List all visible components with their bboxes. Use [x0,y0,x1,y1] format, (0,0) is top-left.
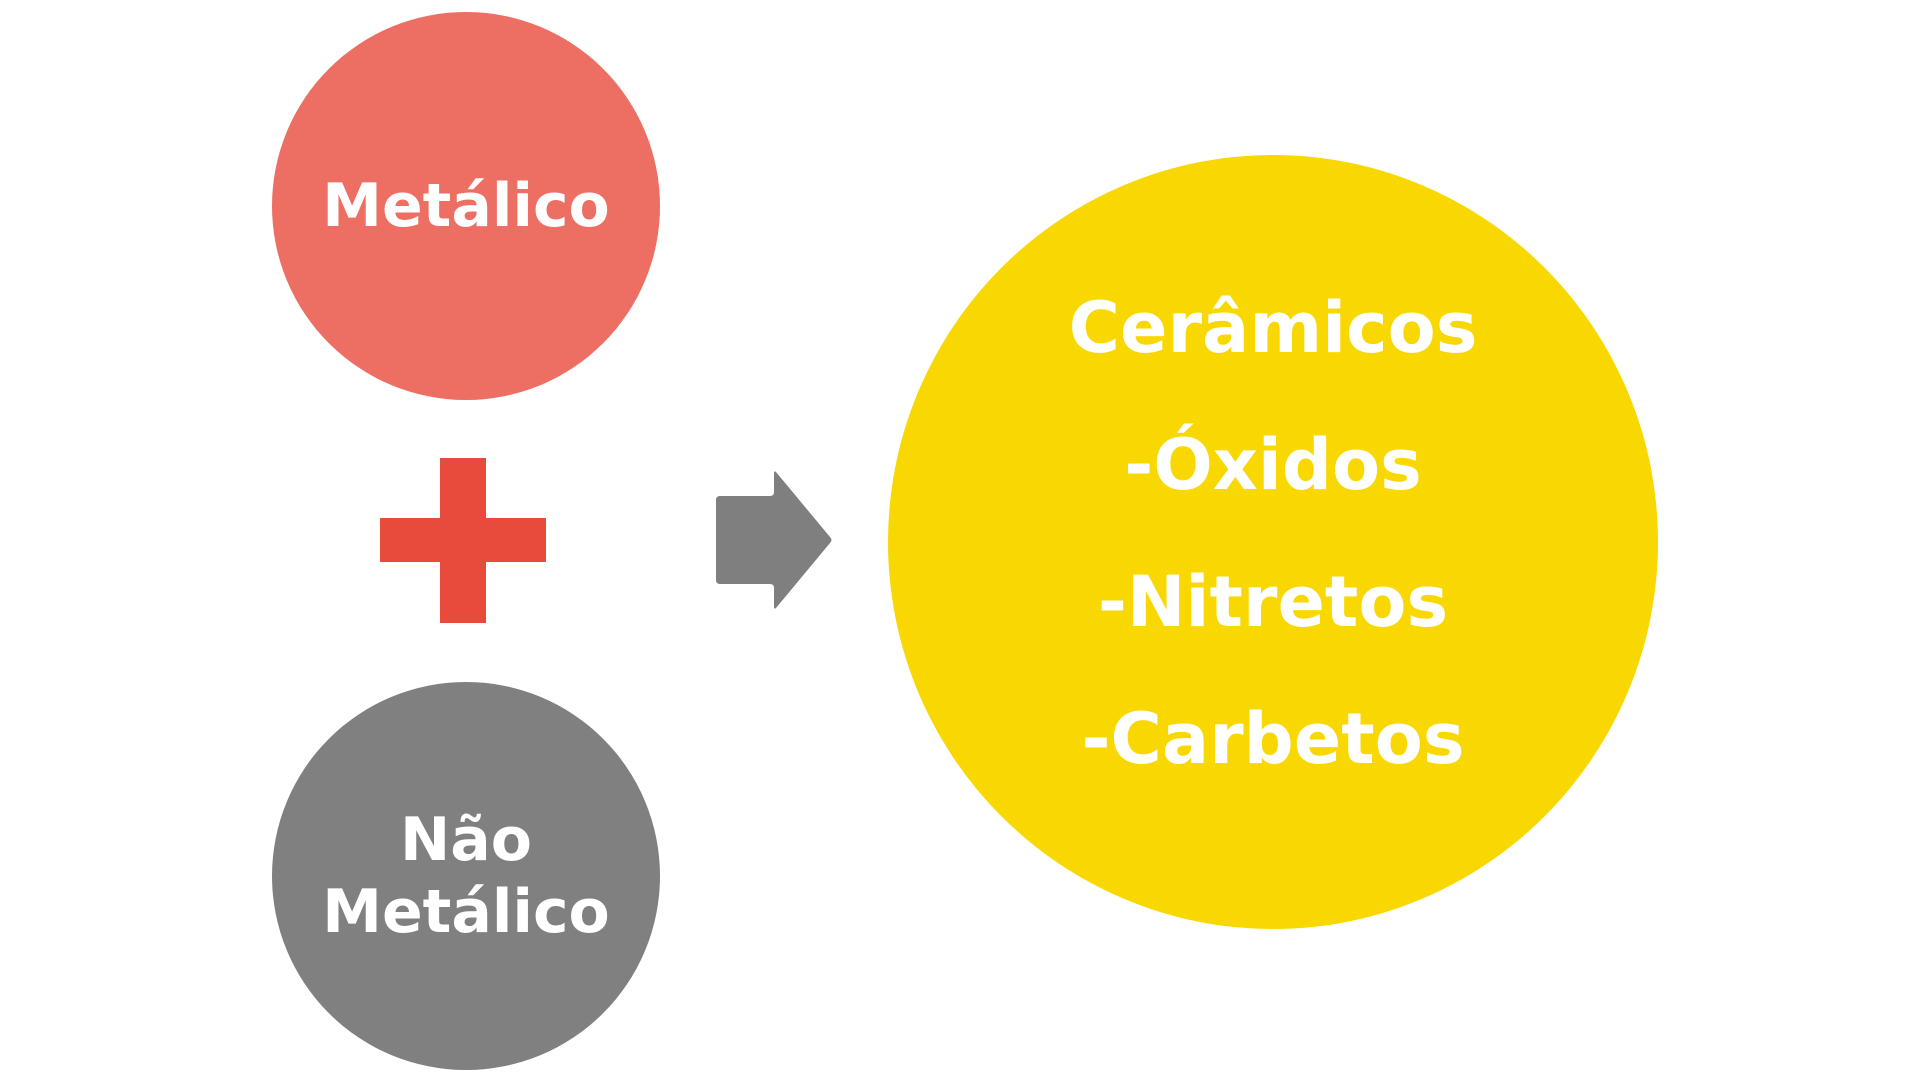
nao-metalico-label-line1: Não [400,805,532,875]
nao-metalico-label-line2: Metálico [322,877,610,947]
ceramicos-item-carbetos: -Carbetos [1081,698,1465,780]
ceramicos-content: Cerâmicos -Óxidos -Nitretos -Carbetos [1069,260,1478,808]
plus-icon [380,458,546,623]
metalico-circle: Metálico [272,12,660,400]
ceramicos-item-oxidos: -Óxidos [1124,424,1422,506]
ceramicos-circle: Cerâmicos -Óxidos -Nitretos -Carbetos [888,155,1658,929]
ceramicos-title: Cerâmicos [1068,287,1478,369]
nao-metalico-circle: Não Metálico [272,682,660,1070]
metalico-label: Metálico [322,171,610,241]
ceramicos-item-nitretos: -Nitretos [1097,561,1449,643]
arrow-right-icon [716,471,832,609]
